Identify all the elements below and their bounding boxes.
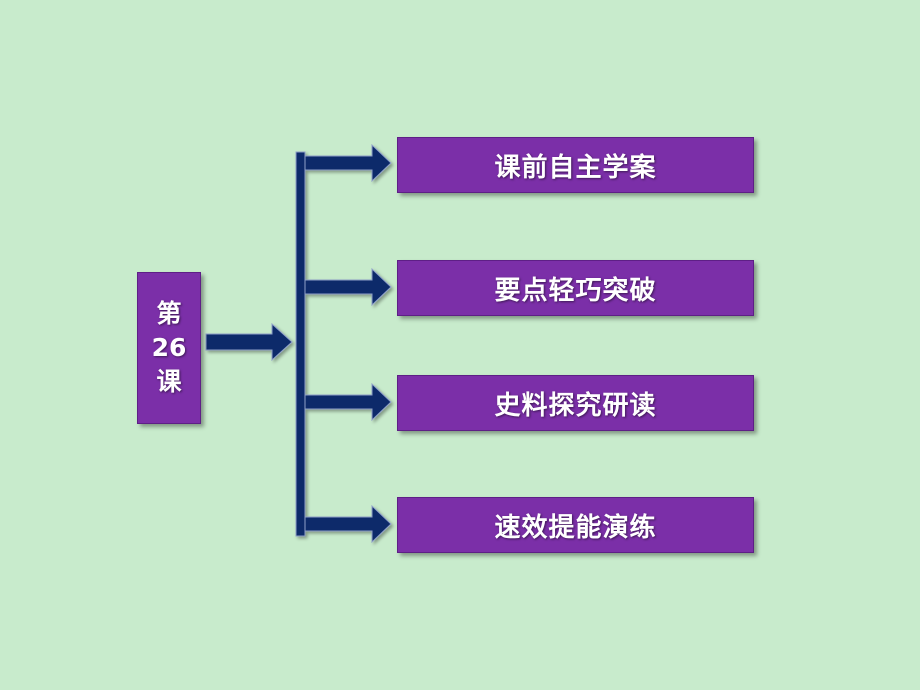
section-label: 史料探究研读 <box>494 390 657 421</box>
section-button-keypoints[interactable]: 要点轻巧突破 <box>397 260 754 316</box>
section-button-practice[interactable]: 速效提能演练 <box>397 497 754 553</box>
branch-arrow-icon-2 <box>304 267 392 307</box>
section-label: 课前自主学案 <box>494 152 657 183</box>
section-button-sources[interactable]: 史料探究研读 <box>397 375 754 431</box>
branch-arrow-icon-4 <box>304 504 392 544</box>
trunk-bar <box>295 151 306 537</box>
branch-arrow-icon-1 <box>304 143 392 183</box>
lesson-char-di: 第 <box>156 299 182 328</box>
branch-arrow-icon-3 <box>304 382 392 422</box>
section-label: 速效提能演练 <box>494 512 657 543</box>
lesson-number: 26 <box>151 333 187 362</box>
section-label: 要点轻巧突破 <box>494 275 657 306</box>
main-arrow-icon <box>205 322 293 362</box>
section-button-preview[interactable]: 课前自主学案 <box>397 137 754 193</box>
lesson-char-ke: 课 <box>156 367 182 396</box>
lesson-title-box: 第 26 课 <box>137 272 201 424</box>
